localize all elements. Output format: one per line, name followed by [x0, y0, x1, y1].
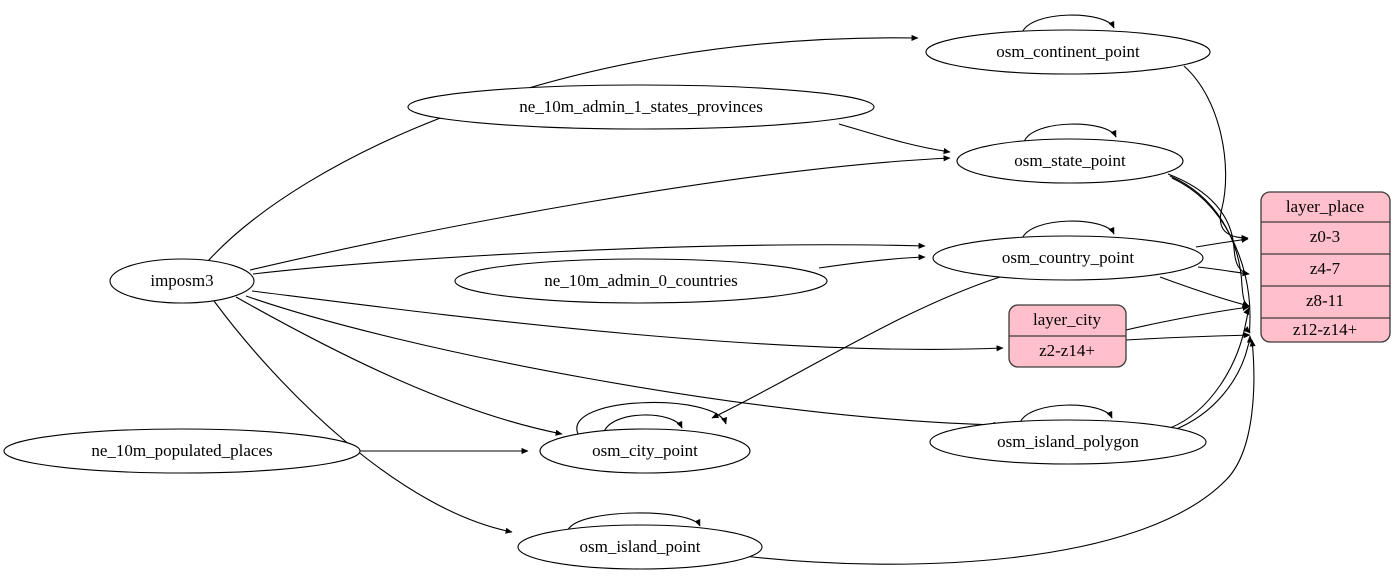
- edge-ne_10m_admin_0_countries-to-osm_country_point: [818, 254, 926, 269]
- edge-ne_10m_admin_1_states_provinces-to-osm_state_point: [838, 123, 951, 155]
- selfloop-osm_city_point-inner: [603, 414, 683, 433]
- edge-osm_country_point-to-layer_place-z8-11: [1159, 276, 1250, 308]
- nodes-layer: imposm3 ne_10m_populated_places ne_10m_a…: [3, 29, 1211, 570]
- edge-osm_country_point-to-layer_place-z0-3: [1195, 236, 1249, 248]
- node-ne_10m_admin_1_states_provinces[interactable]: ne_10m_admin_1_states_provinces: [407, 84, 875, 130]
- node-label-ne_10m_populated_places: ne_10m_populated_places: [91, 441, 272, 460]
- edge-imposm3-to-osm_country_point: [252, 242, 926, 275]
- record-nodes-layer: layer_city z2-z14+ layer_place z0-3 z4-7…: [1008, 191, 1391, 368]
- node-label-osm_continent_point: osm_continent_point: [996, 42, 1140, 61]
- edge-imposm3-to-osm_island_point: [213, 300, 513, 534]
- selfloop-osm_country_point: [1021, 220, 1115, 240]
- record-node-layer_place[interactable]: layer_place z0-3 z4-7 z8-11 z12-z14+: [1260, 191, 1391, 343]
- selfloop-osm_island_polygon: [1019, 404, 1113, 424]
- node-osm_continent_point[interactable]: osm_continent_point: [925, 29, 1211, 75]
- record-row-layer_place-2[interactable]: z8-11: [1306, 291, 1344, 310]
- node-osm_country_point[interactable]: osm_country_point: [932, 235, 1204, 281]
- node-osm_island_point[interactable]: osm_island_point: [517, 524, 763, 570]
- selfloop-osm_island_point: [567, 512, 701, 531]
- edge-osm_island_polygon-to-layer_place-z8-11: [1169, 307, 1250, 429]
- edge-imposm3-to-osm_city_point: [235, 296, 563, 436]
- node-label-osm_country_point: osm_country_point: [1002, 248, 1134, 267]
- edge-osm_island_polygon-to-layer_place-z12-z14: [1173, 335, 1254, 431]
- edge-osm_state_point-to-layer_place-z12-z14: [1171, 177, 1251, 334]
- node-label-osm_city_point: osm_city_point: [592, 441, 698, 460]
- record-title-layer_city: layer_city: [1033, 310, 1101, 329]
- record-row-layer_city-0[interactable]: z2-z14+: [1039, 341, 1095, 360]
- node-label-osm_island_point: osm_island_point: [580, 537, 701, 556]
- edges-layer: [207, 14, 1256, 565]
- record-row-layer_place-0[interactable]: z0-3: [1310, 227, 1340, 246]
- edge-layer_city-to-layer_place-z8-11: [1125, 304, 1250, 331]
- node-osm_city_point[interactable]: osm_city_point: [539, 428, 751, 474]
- node-label-ne_10m_admin_1_states_provinces: ne_10m_admin_1_states_provinces: [519, 97, 763, 116]
- node-label-osm_state_point: osm_state_point: [1014, 151, 1126, 170]
- edge-imposm3-to-osm_island_polygon: [245, 295, 1001, 428]
- record-title-layer_place: layer_place: [1286, 197, 1364, 216]
- node-ne_10m_admin_0_countries[interactable]: ne_10m_admin_0_countries: [454, 258, 828, 304]
- selfloop-osm_city_point-outer: [576, 401, 727, 435]
- node-label-osm_island_polygon: osm_island_polygon: [997, 432, 1139, 451]
- node-osm_state_point[interactable]: osm_state_point: [956, 138, 1184, 184]
- selfloop-osm_state_point: [1023, 123, 1117, 143]
- node-ne_10m_populated_places[interactable]: ne_10m_populated_places: [3, 428, 361, 474]
- selfloop-osm_continent_point: [1021, 14, 1115, 34]
- edge-osm_island_point-to-layer_place-z12-z14: [743, 339, 1256, 565]
- edge-osm_country_point-to-osm_city_point: [711, 276, 1001, 419]
- node-imposm3[interactable]: imposm3: [109, 258, 255, 304]
- record-row-layer_place-1[interactable]: z4-7: [1310, 259, 1341, 278]
- edge-imposm3-to-osm_state_point: [249, 155, 951, 271]
- node-label-ne_10m_admin_0_countries: ne_10m_admin_0_countries: [544, 271, 738, 290]
- node-label-imposm3: imposm3: [150, 271, 213, 290]
- edge-osm_continent_point-to-layer_place-z0-3: [1183, 65, 1249, 242]
- edge-osm_country_point-to-layer_place-z4-7: [1197, 266, 1250, 277]
- record-node-layer_city[interactable]: layer_city z2-z14+: [1008, 304, 1127, 368]
- node-osm_island_polygon[interactable]: osm_island_polygon: [929, 419, 1207, 465]
- edge-layer_city-to-layer_place-z12-z14: [1125, 332, 1251, 341]
- edge-imposm3-to-osm_continent_point: [207, 34, 919, 262]
- edge-imposm3-to-layer_city: [251, 290, 1004, 352]
- record-row-layer_place-3[interactable]: z12-z14+: [1293, 320, 1357, 339]
